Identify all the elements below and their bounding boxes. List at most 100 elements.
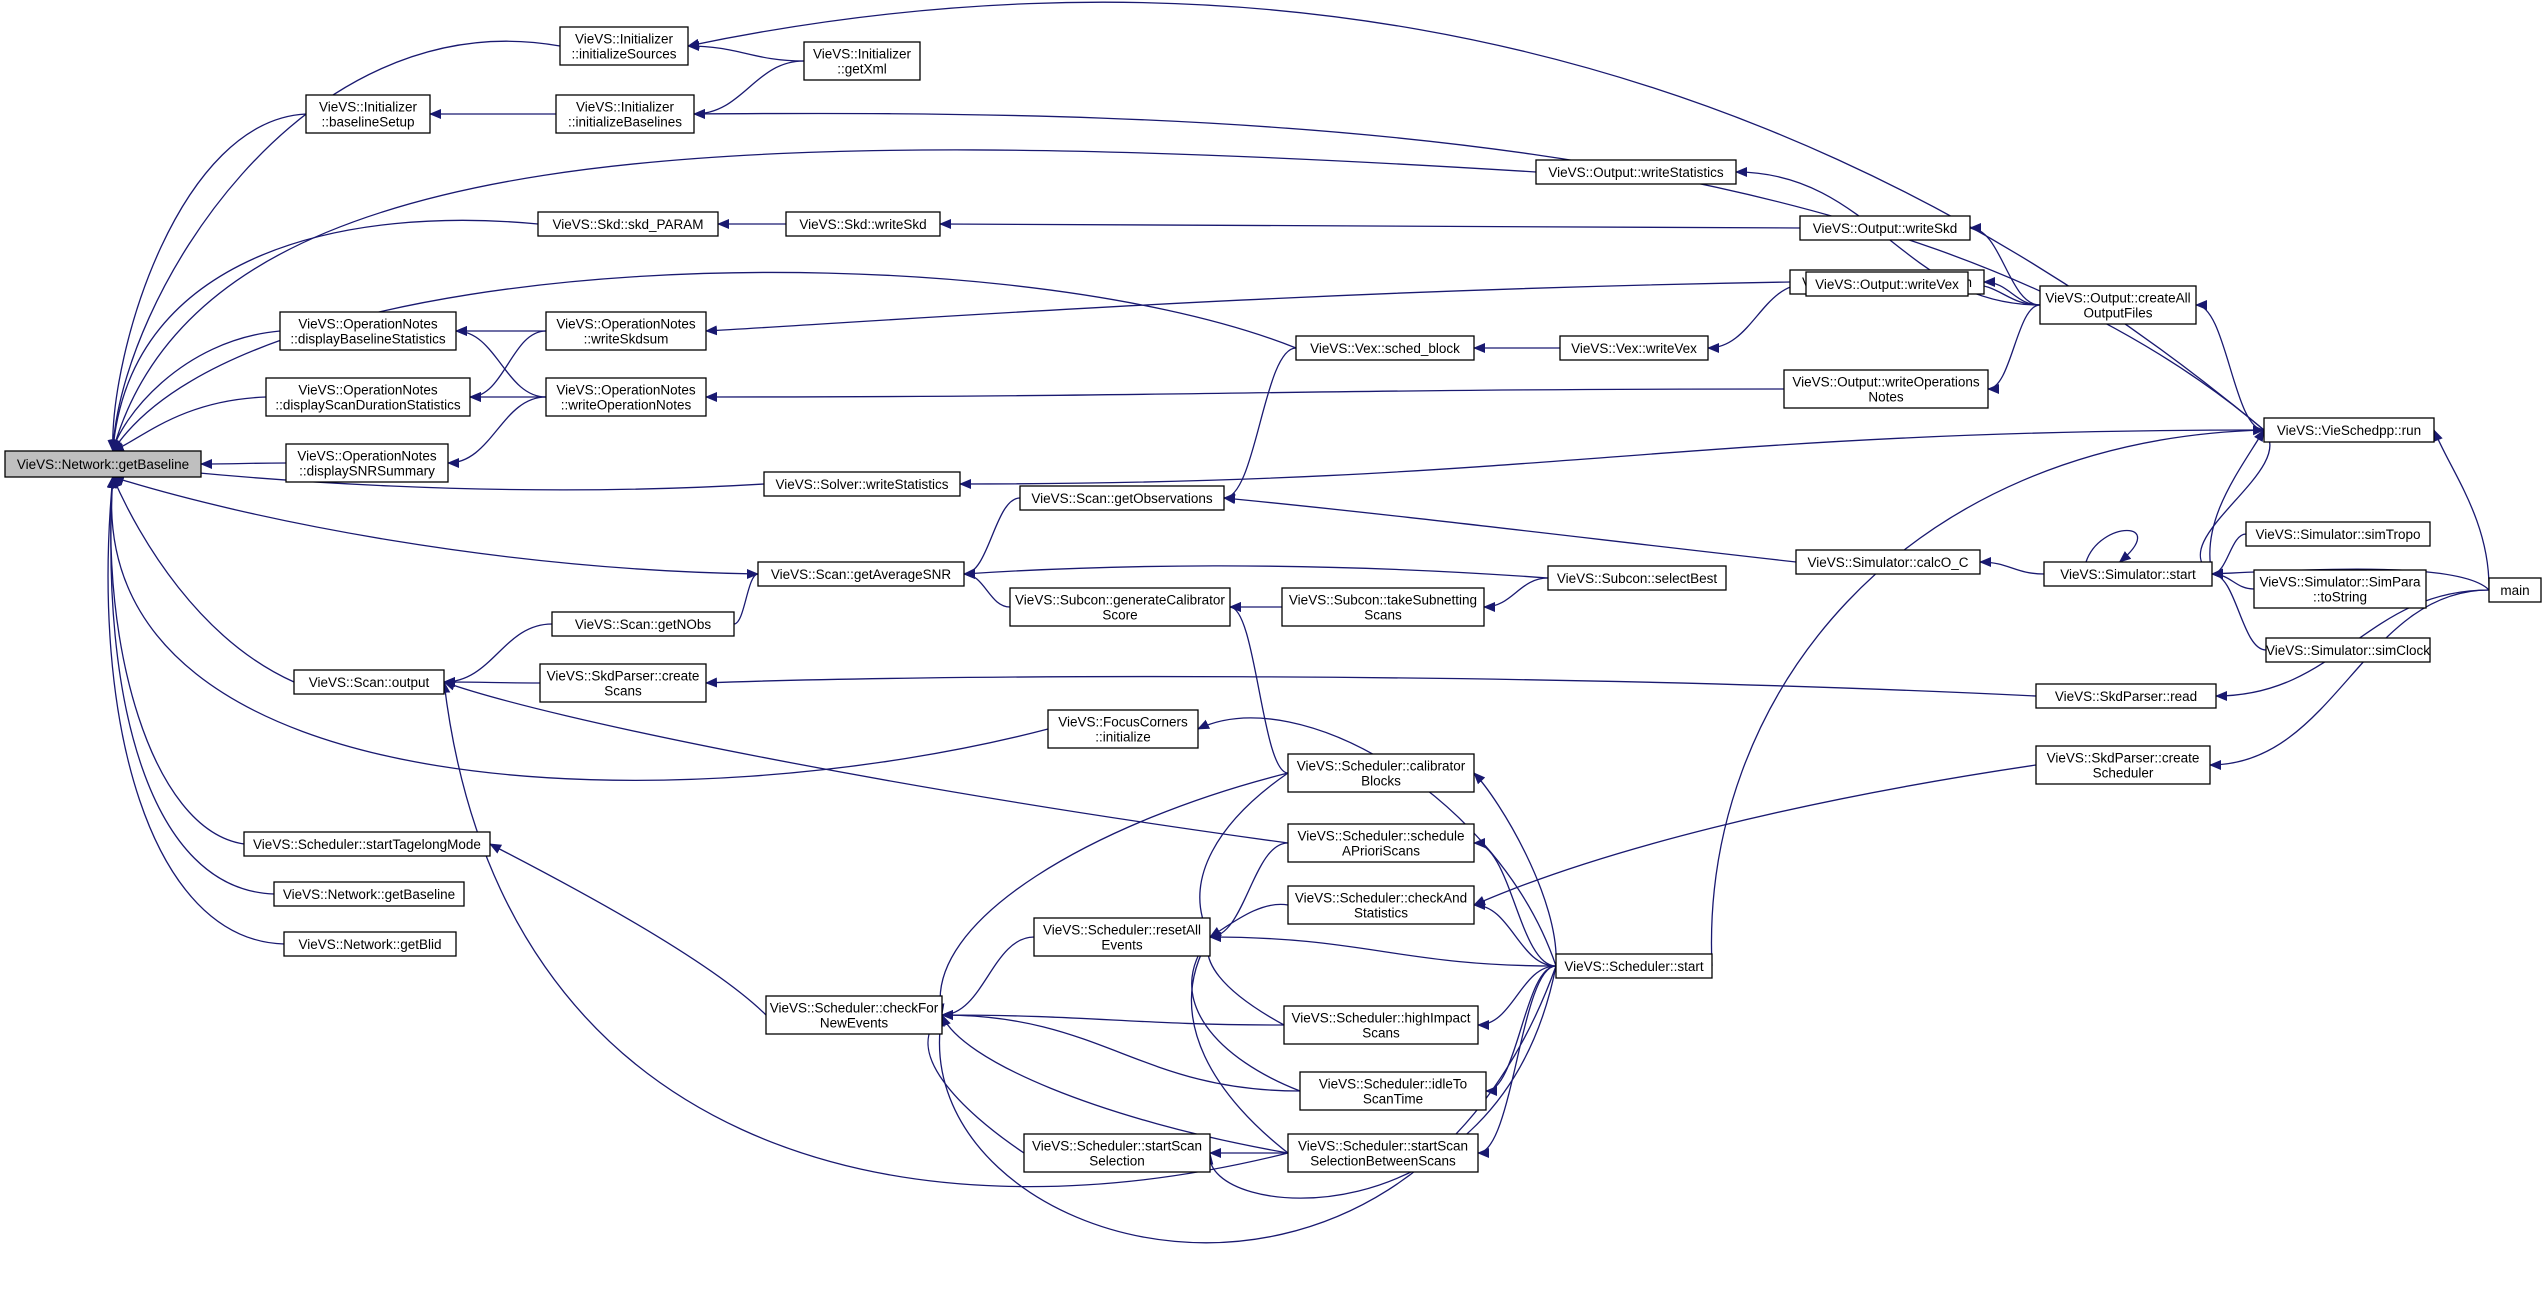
node-scanGetObs[interactable]: VieVS::Scan::getObservations bbox=[1019, 485, 1225, 511]
edge-simStart-to-simStart bbox=[2085, 529, 2139, 563]
edge-netGetBaseline2-to-root bbox=[107, 476, 275, 895]
node-skdParam[interactable]: VieVS::Skd::skd_PARAM bbox=[537, 211, 719, 237]
edge-focusCorners-to-root bbox=[106, 476, 1049, 781]
node-label: VieVS::Initializer bbox=[813, 47, 912, 62]
node-label: VieVS::SkdParser::create bbox=[547, 669, 700, 684]
node-simParaToString[interactable]: VieVS::Simulator::SimPara::toString bbox=[2253, 569, 2427, 609]
edge-skdParserRead-to-skdParserCreateScans bbox=[705, 675, 2037, 697]
edge-schedHighImpact-to-schedCheckFor bbox=[941, 1010, 1285, 1026]
node-label: VieVS::Scheduler::startScan bbox=[1298, 1139, 1468, 1154]
node-box bbox=[1287, 823, 1475, 863]
node-box bbox=[785, 211, 941, 237]
node-label: ::displaySNRSummary bbox=[299, 464, 435, 479]
edge-vexSched-to-scanGetObs bbox=[1223, 347, 1297, 503]
node-outWriteStats[interactable]: VieVS::Output::writeStatistics bbox=[1535, 159, 1737, 185]
node-root[interactable]: VieVS::Network::getBaseline bbox=[4, 450, 202, 478]
node-label: VieVS::Output::writeSkd bbox=[1813, 221, 1958, 236]
node-box bbox=[2039, 285, 2197, 325]
edge-simCalcOC-to-scanGetObs bbox=[1223, 494, 1797, 563]
edge-simTropo-to-simStart bbox=[2211, 533, 2247, 579]
edge-outCreateAll-to-outWriteSkd bbox=[1969, 223, 2041, 306]
edge-subconSelectBest-to-scanAvgSNR bbox=[963, 565, 1549, 579]
node-vieSchedRun[interactable]: VieVS::VieSchedpp::run bbox=[2263, 417, 2435, 443]
node-schedStartScanSelBetween[interactable]: VieVS::Scheduler::startScanSelectionBetw… bbox=[1287, 1133, 1479, 1173]
edge-schedCheckFor-to-schedStartTagelong bbox=[489, 843, 767, 1016]
node-simTropo[interactable]: VieVS::Simulator::simTropo bbox=[2245, 521, 2431, 547]
edge-schedStart-to-schedStartScanSel bbox=[1203, 965, 1557, 1199]
node-label: ::writeOperationNotes bbox=[561, 398, 692, 413]
edge-outWriteOpNotes-to-onWriteOpNotes bbox=[705, 388, 1785, 402]
node-box bbox=[1559, 335, 1709, 361]
node-schedStartTagelong[interactable]: VieVS::Scheduler::startTagelongMode bbox=[243, 831, 491, 857]
node-label: Events bbox=[1101, 938, 1143, 953]
node-scanGetNObs[interactable]: VieVS::Scan::getNObs bbox=[551, 611, 735, 637]
edge-schedStartScanSelBetween-to-schedCheckFor bbox=[941, 1014, 1289, 1154]
node-outWriteSkd[interactable]: VieVS::Output::writeSkd bbox=[1799, 215, 1971, 241]
node-simStart[interactable]: VieVS::Simulator::start bbox=[2043, 561, 2213, 587]
edge-schedStart-to-vieSchedRun bbox=[1710, 425, 2265, 967]
edge-schedIdleTo-to-schedCheckFor bbox=[941, 1010, 1301, 1092]
node-onWriteSkdsum[interactable]: VieVS::OperationNotes::writeSkdsum bbox=[545, 311, 707, 351]
node-scanAvgSNR[interactable]: VieVS::Scan::getAverageSNR bbox=[757, 561, 965, 587]
node-label: VieVS::Simulator::simClock bbox=[2266, 643, 2430, 658]
node-skdWriteSkd[interactable]: VieVS::Skd::writeSkd bbox=[785, 211, 941, 237]
node-subconSelectBest[interactable]: VieVS::Subcon::selectBest bbox=[1547, 565, 1727, 591]
node-label: ::initializeBaselines bbox=[568, 115, 682, 130]
node-vexWriteVex[interactable]: VieVS::Vex::writeVex bbox=[1559, 335, 1709, 361]
node-label: VieVS::Scheduler::checkFor bbox=[770, 1001, 939, 1016]
edge-schedStart-to-schedIdleTo bbox=[1485, 965, 1557, 1096]
edge-outCreateAll-to-outWriteSkdsum bbox=[1983, 277, 2041, 306]
node-skdParserRead[interactable]: VieVS::SkdParser::read bbox=[2035, 683, 2217, 709]
node-simClock[interactable]: VieVS::Simulator::simClock bbox=[2265, 637, 2431, 663]
node-label: ::initialize bbox=[1095, 730, 1151, 745]
node-vexSched[interactable]: VieVS::Vex::sched_block bbox=[1295, 335, 1475, 361]
node-main[interactable]: main bbox=[2488, 577, 2542, 603]
node-getXml[interactable]: VieVS::Initializer::getXml bbox=[803, 41, 921, 81]
node-scanOutput[interactable]: VieVS::Scan::output bbox=[293, 669, 445, 695]
node-label: VieVS::Scheduler::startTagelongMode bbox=[253, 837, 481, 852]
node-box bbox=[1023, 1133, 1211, 1173]
node-label: VieVS::Scheduler::start bbox=[1564, 959, 1704, 974]
node-onDispBaseline[interactable]: VieVS::OperationNotes::displayBaselineSt… bbox=[279, 311, 457, 351]
node-baselineSetup[interactable]: VieVS::Initializer::baselineSetup bbox=[305, 94, 431, 134]
node-netGetBaseline2[interactable]: VieVS::Network::getBaseline bbox=[273, 881, 465, 907]
edge-scanOutput-to-root bbox=[112, 476, 295, 683]
node-box bbox=[1783, 369, 1989, 409]
edge-schedStartScanSel-to-schedCheckFor bbox=[927, 1014, 1025, 1154]
node-label: VieVS::Simulator::simTropo bbox=[2255, 527, 2420, 542]
node-solverWriteStats[interactable]: VieVS::Solver::writeStatistics bbox=[763, 471, 961, 497]
node-outWriteVex[interactable]: VieVS::Output::writeVex bbox=[1805, 271, 1969, 297]
node-box bbox=[765, 995, 943, 1035]
node-initBaselines[interactable]: VieVS::Initializer::initializeBaselines bbox=[555, 94, 695, 134]
node-box bbox=[265, 377, 471, 417]
node-box bbox=[285, 443, 449, 483]
node-label: ::initializeSources bbox=[571, 47, 676, 62]
node-onWriteOpNotes[interactable]: VieVS::OperationNotes::writeOperationNot… bbox=[545, 377, 707, 417]
node-onDispSNR[interactable]: VieVS::OperationNotes::displaySNRSummary bbox=[285, 443, 449, 483]
edge-schedStart-to-schedCheckAnd bbox=[1473, 900, 1557, 967]
node-schedStart[interactable]: VieVS::Scheduler::start bbox=[1555, 953, 1713, 979]
node-onDispScanDur[interactable]: VieVS::OperationNotes::displayScanDurati… bbox=[265, 377, 471, 417]
node-simCalcOC[interactable]: VieVS::Simulator::calcO_C bbox=[1795, 549, 1981, 575]
node-focusCorners[interactable]: VieVS::FocusCorners::initialize bbox=[1047, 709, 1199, 749]
edge-onDispScanDur-to-root bbox=[111, 396, 267, 452]
edge-schedAPriori-to-schedResetAll bbox=[1209, 842, 1289, 942]
node-netGetBlid[interactable]: VieVS::Network::getBlid bbox=[283, 931, 457, 957]
node-initSources[interactable]: VieVS::Initializer::initializeSources bbox=[559, 26, 689, 66]
node-label: Notes bbox=[1868, 390, 1904, 405]
edge-scanGetNObs-to-scanOutput bbox=[443, 623, 553, 687]
